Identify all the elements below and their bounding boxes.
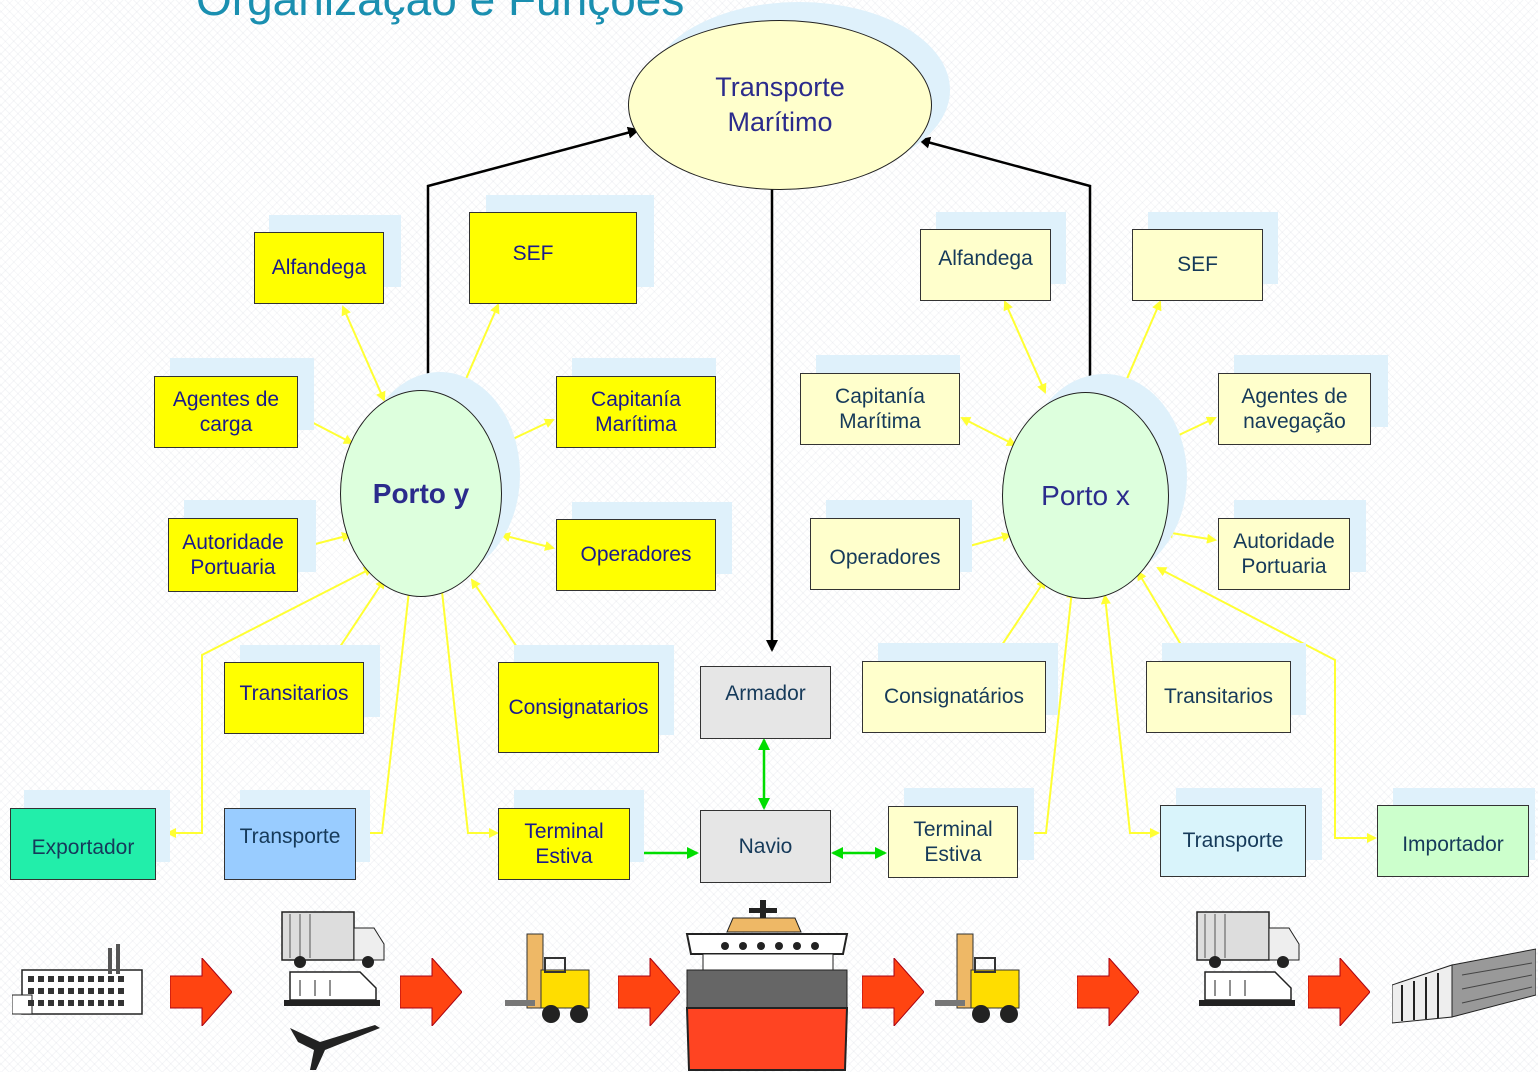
left-alfandega-box: Alfandega: [254, 232, 384, 304]
left-terminal-estiva-box: Terminal Estiva: [498, 808, 630, 880]
right-transitarios-box: Transitarios: [1146, 661, 1291, 733]
exportador-box: Exportador: [10, 808, 156, 880]
right-transporte-box: Transporte: [1160, 805, 1306, 877]
left-consignatarios-box: Consignatarios: [498, 662, 659, 753]
flow-arrow-icon: [1077, 958, 1139, 1026]
ship-icon: [685, 900, 849, 1071]
page-title: Organização e Funções: [196, 0, 684, 26]
right-autoridade-box: Autoridade Portuaria: [1218, 518, 1350, 590]
porto-y-oval: Porto y: [340, 390, 502, 597]
flow-arrow-icon: [400, 958, 462, 1026]
porto-x-oval: Porto x: [1002, 392, 1169, 599]
forklift-icon: [935, 933, 1020, 1023]
office-building-icon: [1392, 948, 1536, 1024]
right-consignatarios-box: Consignatários: [862, 661, 1046, 733]
truck-train-icon: [1196, 911, 1300, 1006]
flow-arrow-icon: [862, 958, 924, 1026]
left-transporte-box: Transporte: [224, 808, 356, 880]
forklift-icon: [505, 933, 590, 1023]
flow-arrow-icon: [170, 958, 232, 1026]
left-operadores-box: Operadores: [556, 519, 716, 591]
navio-box: Navio: [700, 810, 831, 883]
left-transitarios-box: Transitarios: [224, 662, 364, 734]
transporte-maritimo-oval: Transporte Marítimo: [628, 20, 932, 190]
left-agentes-carga-box: Agentes de carga: [154, 376, 298, 448]
factory-icon: [12, 944, 143, 1015]
right-capitania-box: Capitanía Marítima: [800, 373, 960, 445]
armador-box: Armador: [700, 666, 831, 739]
left-autoridade-box: Autoridade Portuaria: [168, 518, 298, 592]
right-terminal-estiva-box: Terminal Estiva: [888, 806, 1018, 878]
right-operadores-box: Operadores: [810, 518, 960, 590]
flow-arrow-icon: [1308, 958, 1370, 1026]
truck-train-plane-icon: [281, 911, 385, 1070]
left-sef-box: SEF: [469, 212, 637, 304]
flow-arrow-icon: [618, 958, 680, 1026]
right-alfandega-box: Alfandega: [920, 229, 1051, 301]
right-agentes-navegacao-box: Agentes de navegação: [1218, 373, 1371, 445]
left-capitania-box: Capitanía Marítima: [556, 376, 716, 448]
importador-box: Importador: [1377, 805, 1529, 877]
right-sef-box: SEF: [1132, 229, 1263, 301]
